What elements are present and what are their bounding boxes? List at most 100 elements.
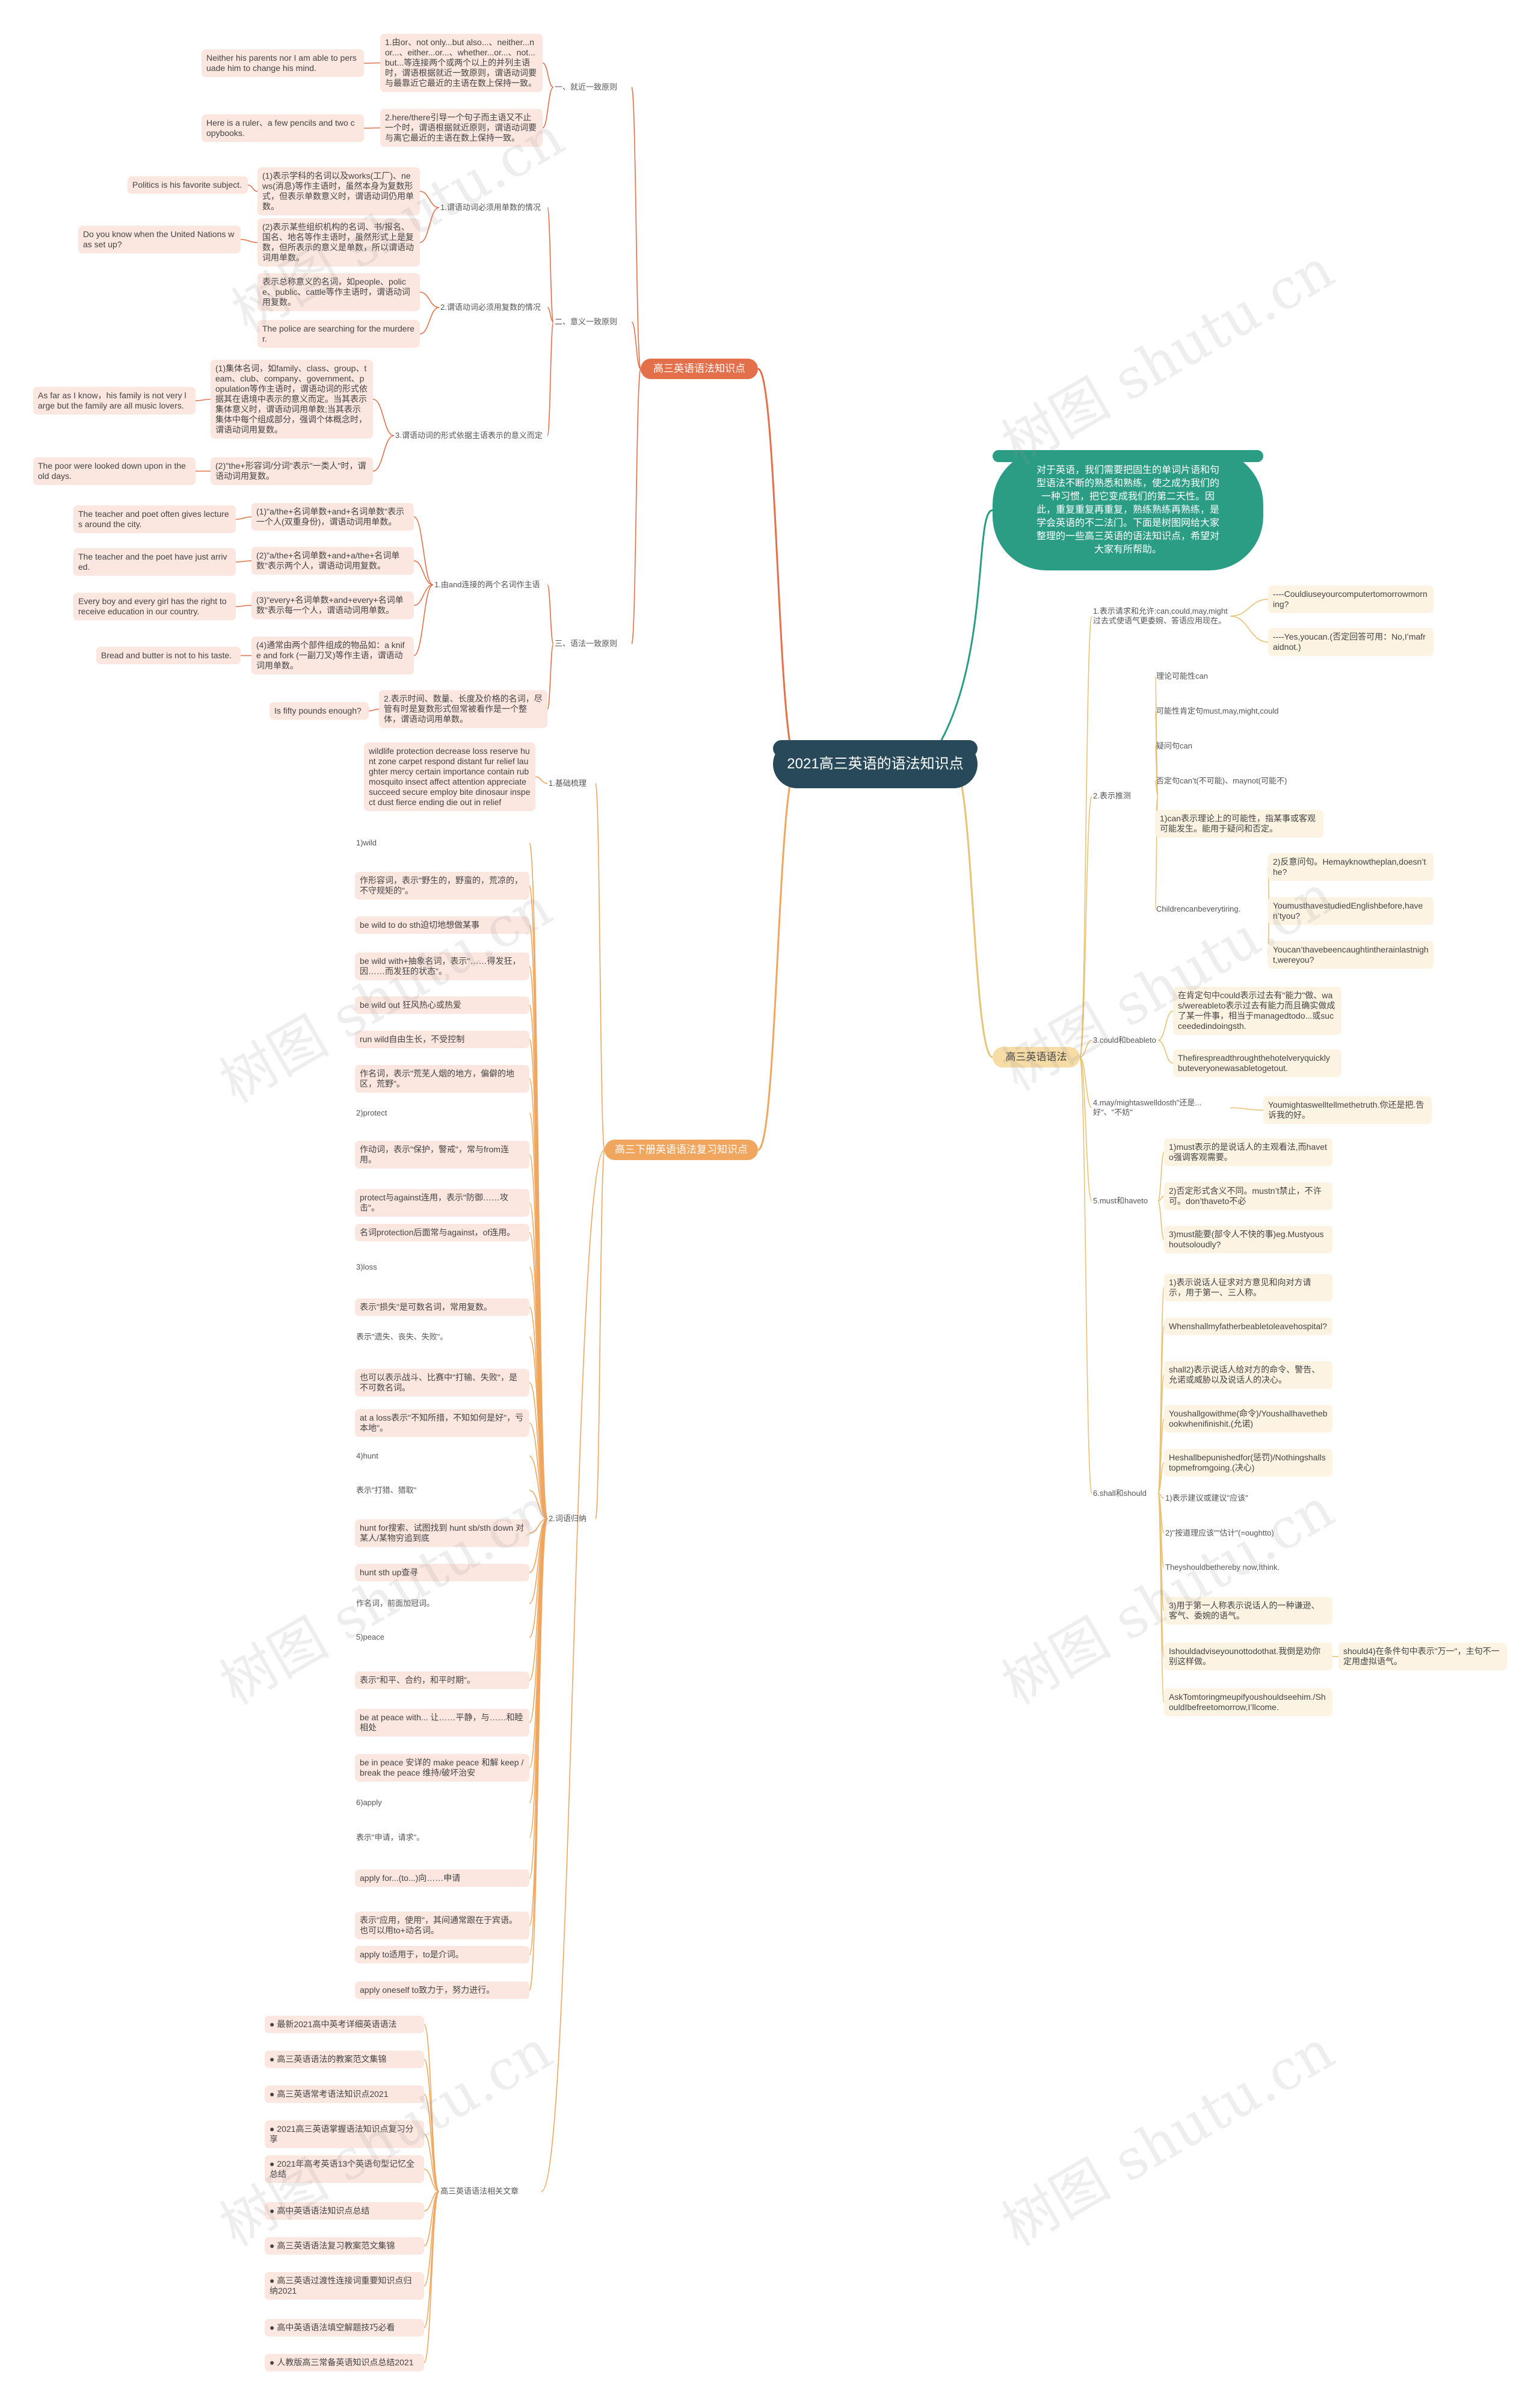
node-w-11[interactable]: 3)loss bbox=[356, 1262, 377, 1271]
node-g2[interactable]: 2.表示时间、数量、长度及价格的名词，尽管有时是复数形式但常被看作是一个整体，谓… bbox=[379, 690, 547, 728]
node-g1be[interactable]: The teacher and the poet have just arriv… bbox=[73, 548, 236, 576]
node-v2[interactable]: 2.词语归纳 bbox=[549, 1514, 587, 1523]
node-s2[interactable]: 二、意义一致原则 bbox=[555, 317, 618, 326]
node-g1c[interactable]: (3)"every+名词单数+and+every+名词单数"表示每一个人，谓语动… bbox=[251, 591, 414, 619]
node-g1a[interactable]: (1)"a/the+名词单数+and+名词单数"表示一个人(双重身份)，谓语动词… bbox=[251, 503, 414, 531]
node-q1a[interactable]: ----Couldiuseyourcomputertomorrowmorning… bbox=[1268, 585, 1434, 613]
node-w-12[interactable]: 表示"损失"是可数名词，常用复数。 bbox=[355, 1298, 529, 1316]
node-w-2[interactable]: be wild to do sth迫切地想做某事 bbox=[355, 916, 529, 934]
node-q2g[interactable]: 2)反意问句。Hemayknowtheplan,doesn’the? bbox=[1268, 853, 1434, 881]
node-g1[interactable]: 1.由and连接的两个名词作主语 bbox=[434, 580, 540, 589]
node-r2[interactable]: 2.here/there引导一个句子而主语又不止一个时，谓语根据就近原则，谓语动… bbox=[380, 109, 543, 147]
node-v3[interactable]: 高三英语语法相关文章 bbox=[440, 2187, 519, 2196]
node-a-1[interactable]: ● 高三英语语法的教案范文集锦 bbox=[265, 2051, 424, 2068]
node-w-3[interactable]: be wild with+抽象名词，表示"……得发狂，因……而发狂的状态"。 bbox=[355, 953, 529, 980]
node-m3b[interactable]: (2)"the+形容词/分词"表示"一类人"时，谓语动词用复数。 bbox=[211, 457, 373, 485]
node-w-5[interactable]: run wild自由生长，不受控制 bbox=[355, 1031, 529, 1048]
node-g2e[interactable]: Is fifty pounds enough? bbox=[270, 702, 369, 720]
node-a-3[interactable]: ● 2021高三英语掌握语法知识点复习分享 bbox=[265, 2120, 424, 2148]
node-q6a[interactable]: 1)表示说话人征求对方意见和向对方请示，用于第一、三人称。 bbox=[1164, 1274, 1332, 1301]
node-g1b[interactable]: (2)"a/the+名词单数+and+a/the+名词单数"表示两个人，谓语动词… bbox=[251, 547, 414, 575]
node-m1[interactable]: 1.谓语动词必须用单数的情况 bbox=[440, 203, 541, 212]
node-w-23[interactable]: be at peace with... 让……平静，与……和睦相处 bbox=[355, 1709, 529, 1737]
node-m1a[interactable]: (1)表示学科的名词以及works(工厂)、news(消息)等作主语时，虽然本身… bbox=[257, 167, 420, 215]
node-w-29[interactable]: apply to适用于，to是介词。 bbox=[355, 1946, 529, 1963]
node-v1a[interactable]: wildlife protection decrease loss reserv… bbox=[364, 743, 535, 811]
node-s1[interactable]: 一、就近一致原则 bbox=[555, 82, 618, 91]
node-q5b[interactable]: 2)否定形式含义不同。mustn’t禁止，不许可。don’thaveto不必 bbox=[1164, 1182, 1332, 1210]
node-w-10[interactable]: 名词protection后面常与against，of连用。 bbox=[355, 1224, 529, 1241]
node-g1de[interactable]: Bread and butter is not to his taste. bbox=[96, 647, 241, 664]
node-m3a[interactable]: (1)集体名词，如family、class、group、team、club、co… bbox=[211, 360, 373, 439]
node-m2ae[interactable]: The police are searching for the murdere… bbox=[257, 320, 420, 348]
node-w-24[interactable]: be in peace 安详的 make peace 和解 keep /brea… bbox=[355, 1754, 529, 1782]
node-m3be[interactable]: The poor were looked down upon in the ol… bbox=[33, 457, 196, 485]
node-w-9[interactable]: protect与against连用，表示"防御……攻击"。 bbox=[355, 1189, 529, 1217]
node-g1d[interactable]: (4)通常由两个部件组成的物品如：a knife and fork (一副刀叉)… bbox=[251, 637, 414, 675]
node-m3[interactable]: 3.谓语动词的形式依据主语表示的意义而定 bbox=[395, 431, 543, 440]
node-m1be[interactable]: Do you know when the United Nations was … bbox=[78, 226, 241, 253]
node-a-7[interactable]: ● 高三英语过渡性连接词重要知识点归纳2021 bbox=[265, 2272, 424, 2300]
node-w-16[interactable]: 4)hunt bbox=[356, 1451, 378, 1460]
node-q6d[interactable]: Youshallgowithme(命令)/Youshallhavethebook… bbox=[1164, 1405, 1332, 1433]
node-w-19[interactable]: hunt sth up查寻 bbox=[355, 1564, 529, 1581]
node-a-4[interactable]: ● 2021年高考英语13个英语句型记忆全总结 bbox=[265, 2155, 424, 2183]
node-a-2[interactable]: ● 高三英语常考语法知识点2021 bbox=[265, 2086, 424, 2103]
node-w-17[interactable]: 表示"打猎、猎取" bbox=[356, 1486, 417, 1495]
node-q5a[interactable]: 1)must表示的是说话人的主观看法,而haveto强调客观需要。 bbox=[1164, 1138, 1332, 1166]
node-q3a[interactable]: 在肯定句中could表示过去有"能力"做、was/wereableto表示过去有… bbox=[1173, 987, 1341, 1035]
node-q2[interactable]: 2.表示推测 bbox=[1093, 791, 1131, 800]
node-r2e[interactable]: Here is a ruler、a few pencils and two co… bbox=[202, 114, 364, 142]
node-w-21[interactable]: 5)peace bbox=[356, 1632, 384, 1641]
node-w-27[interactable]: apply for...(to...)向……申请 bbox=[355, 1870, 529, 1887]
node-q5c[interactable]: 3)must能要(部令人不快的事)eg.Mustyoushoutsoloudly… bbox=[1164, 1226, 1332, 1253]
node-v1[interactable]: 1.基础梳理 bbox=[549, 779, 587, 788]
node-q6c[interactable]: shall2)表示说话人给对方的命令、警告、允诺或威胁以及说话人的决心。 bbox=[1164, 1361, 1332, 1389]
node-q4a[interactable]: Youmightaswelltellmethetruth.你还是把.告诉我的好。 bbox=[1263, 1096, 1432, 1124]
node-a-9[interactable]: ● 人教版高三常备英语知识点总结2021 bbox=[265, 2354, 424, 2371]
node-b2[interactable]: 高三下册英语语法复习知识点 bbox=[605, 1140, 758, 1160]
node-a-5[interactable]: ● 高中英语语法知识点总结 bbox=[265, 2202, 424, 2220]
node-w-30[interactable]: apply oneself to致力于，努力进行。 bbox=[355, 1981, 529, 1999]
node-q3[interactable]: 3.could和beableto bbox=[1093, 1036, 1156, 1045]
node-w-13[interactable]: 表示"遗失、丧失、失败"。 bbox=[356, 1332, 448, 1341]
node-b3[interactable]: 高三英语语法 bbox=[993, 1047, 1080, 1067]
node-w-8[interactable]: 作动词，表示"保护，警戒"，常与from连用。 bbox=[355, 1141, 529, 1169]
node-q2a[interactable]: 理论可能性can bbox=[1156, 672, 1208, 681]
node-s3[interactable]: 三、语法一致原则 bbox=[555, 639, 618, 648]
node-w-15[interactable]: at a loss表示"不知所措，不知如何是好"，亏本地"。 bbox=[355, 1409, 529, 1437]
node-a-0[interactable]: ● 最新2021高中英考详细英语语法 bbox=[265, 2016, 424, 2033]
node-q6i[interactable]: 3)用于第一人称表示说话人的一种谦逊、客气、委婉的语气。 bbox=[1164, 1597, 1332, 1625]
root-node[interactable]: 2021高三英语的语法知识点 bbox=[773, 740, 978, 788]
node-m2a[interactable]: 表示总称意义的名词，如people、police、public、cattle等作… bbox=[257, 273, 420, 311]
node-w-7[interactable]: 2)protect bbox=[356, 1108, 387, 1117]
node-q6[interactable]: 6.shall和should bbox=[1093, 1489, 1147, 1498]
node-q2b[interactable]: 可能性肯定句must,may,might,could bbox=[1156, 706, 1279, 715]
node-w-18[interactable]: hunt for搜索、试图找到 hunt sb/sth down 对某人/某物穷… bbox=[355, 1519, 529, 1547]
node-w-14[interactable]: 也可以表示战斗、比赛中"打输、失败"，是不可数名词。 bbox=[355, 1369, 529, 1397]
node-q6j[interactable]: Ishouldadviseyounottodothat.我倒是劝你别这样做。 bbox=[1164, 1643, 1332, 1670]
node-q6k[interactable]: should4)在条件句中表示"万一"，主句不一定用虚拟语气。 bbox=[1338, 1643, 1507, 1670]
node-m1ae[interactable]: Politics is his favorite subject. bbox=[128, 176, 248, 194]
node-q5[interactable]: 5.must和haveto bbox=[1093, 1196, 1148, 1205]
node-a-6[interactable]: ● 高三英语语法复习教案范文集锦 bbox=[265, 2237, 424, 2255]
node-q2i[interactable]: Youcan’thavebeencaughtintherainlastnight… bbox=[1268, 941, 1434, 969]
intro-node[interactable]: 对于英语，我们需要把固生的单词片语和句型语法不断的熟悉和熟练，使之成为我们的一种… bbox=[993, 450, 1263, 570]
node-q6g[interactable]: 2)"按道理应该""估计"(=oughtto) bbox=[1165, 1528, 1274, 1537]
node-r1[interactable]: 1.由or、not only...but also...、neither...n… bbox=[380, 34, 543, 92]
node-m3ae[interactable]: As far as I know，his family is not very … bbox=[33, 387, 196, 415]
node-b1[interactable]: 高三英语语法知识点 bbox=[641, 359, 758, 379]
node-w-4[interactable]: be wild out 狂风热心或热爱 bbox=[355, 996, 529, 1014]
node-m1b[interactable]: (2)表示某些组织机构的名词、书/报名、国名、地名等作主语时，虽然形式上是复数，… bbox=[257, 218, 420, 267]
node-q2h[interactable]: YoumusthavestudiedEnglishbefore,haven’ty… bbox=[1268, 897, 1434, 925]
node-q2c[interactable]: 疑问句can bbox=[1156, 741, 1192, 750]
node-q2e[interactable]: 1)can表示理论上的可能性，指某事或客观可能发生。能用于疑问和否定。 bbox=[1155, 810, 1323, 838]
node-q6l[interactable]: AskTomtoringmeupifyoushouldseehim./Shoul… bbox=[1164, 1688, 1332, 1716]
node-w-22[interactable]: 表示"和平、合约，和平时期"。 bbox=[355, 1672, 529, 1689]
node-w-20[interactable]: 作名词，前面加冠词。 bbox=[356, 1599, 435, 1608]
node-w-6[interactable]: 作名词，表示"荒芜人烟的地方，偏僻的地区，荒野"。 bbox=[355, 1065, 529, 1093]
node-q6f[interactable]: 1)表示建议或建议"应该" bbox=[1165, 1493, 1248, 1502]
node-g1ce[interactable]: Every boy and every girl has the right t… bbox=[73, 593, 236, 620]
node-w-25[interactable]: 6)apply bbox=[356, 1798, 382, 1807]
node-q2d[interactable]: 否定句can’t(不可能)、maynot(可能不) bbox=[1156, 776, 1287, 785]
